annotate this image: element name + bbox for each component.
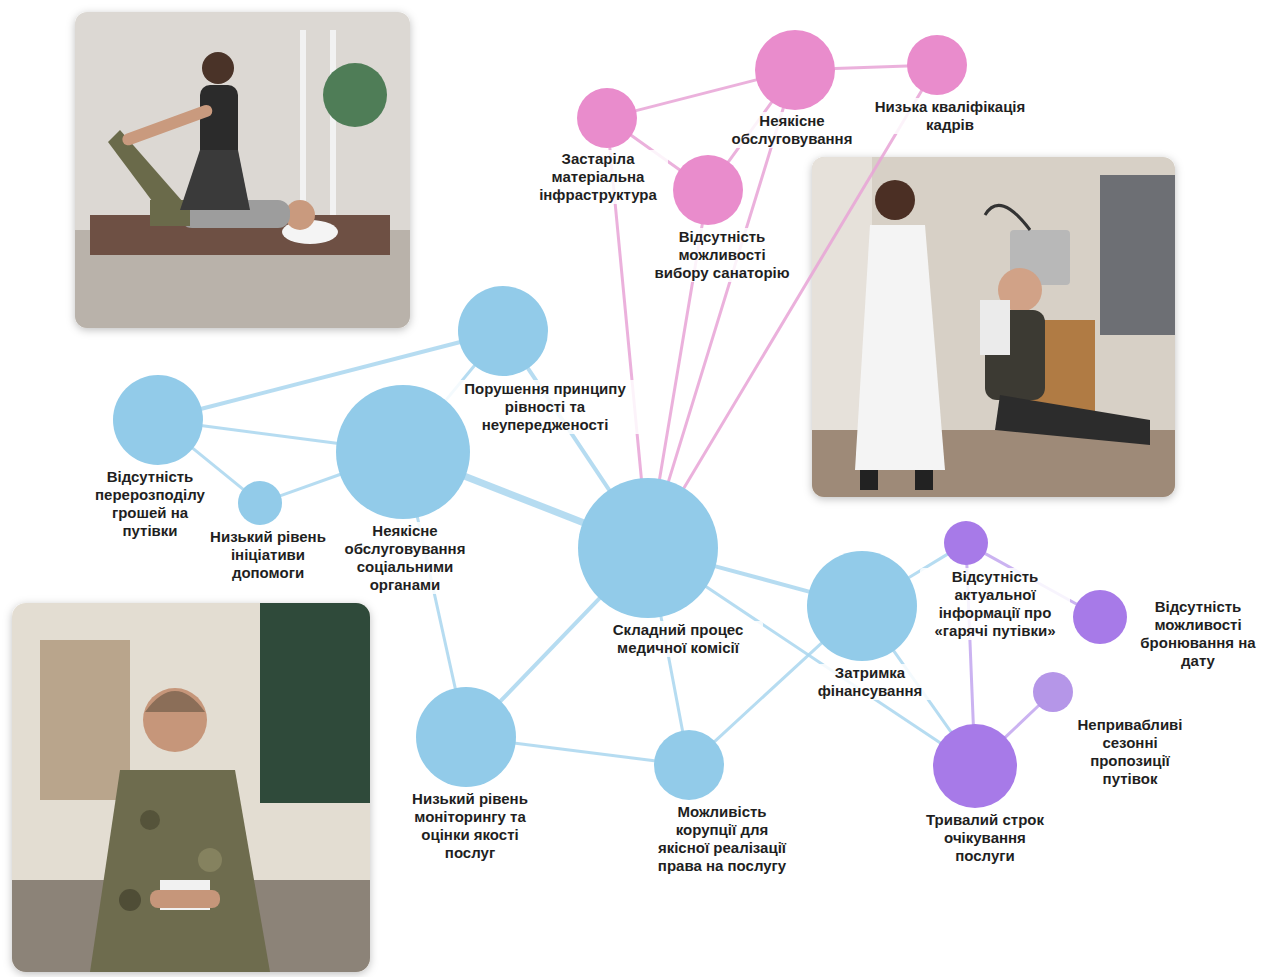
link-line — [203, 426, 337, 443]
topic-label: Низька кваліфікація кадрів — [855, 98, 1045, 134]
photo-soldier — [12, 603, 370, 972]
link-line — [516, 743, 655, 760]
link-line — [501, 598, 600, 701]
topic-circle: Низька кваліфікація кадрів — [907, 35, 967, 95]
link-line — [835, 66, 907, 69]
photo-rehab — [75, 12, 410, 328]
topic-label: Можливість корупції для якісної реалізац… — [647, 803, 797, 875]
topic-label: Затримка фінансування — [808, 664, 933, 700]
topic-circle: Непривабливі сезонні пропозиції путівок — [1033, 672, 1073, 712]
link-line — [281, 475, 340, 496]
link-line — [1005, 706, 1038, 737]
topic-label: Складний процес медичної комісії — [593, 621, 763, 657]
topic-label: Тривалий строк очікування послуги — [915, 811, 1055, 865]
topic-circle: Неякісне обслуговування соціальними орга… — [336, 385, 470, 519]
topic-label: Відсутність актуальної інформації про «г… — [920, 568, 1070, 640]
topic-circle: Можливість корупції для якісної реалізац… — [654, 730, 724, 800]
topic-label: Застаріла матеріальна інфраструктура — [528, 150, 668, 204]
link-line — [669, 108, 784, 481]
topic-label: Відсутність перерозподілу грошей на путі… — [85, 468, 215, 540]
link-line — [684, 91, 922, 488]
topic-circle: Застаріла матеріальна інфраструктура — [577, 88, 637, 148]
topic-label: Відсутність можливості бронювання на дат… — [1136, 598, 1261, 670]
topic-label: Неякісне обслуговування — [717, 112, 867, 148]
link-line — [716, 566, 809, 591]
topic-circle: Відсутність можливості бронювання на дат… — [1073, 590, 1127, 644]
topic-label: Низький рівень ініціативи допомоги — [203, 528, 333, 582]
link-line — [465, 476, 582, 522]
topic-circle: Неякісне обслуговування — [755, 30, 835, 110]
topic-circle: Затримка фінансування — [807, 551, 917, 661]
topic-label: Порушення принципу рівності та неупередж… — [445, 380, 645, 434]
topic-circle: Тривалий строк очікування послуги — [933, 724, 1017, 808]
topic-circle: Порушення принципу рівності та неупередж… — [458, 286, 548, 376]
topic-circle: Відсутність актуальної інформації про «г… — [944, 521, 988, 565]
topic-circle: Низький рівень ініціативи допомоги — [238, 481, 282, 525]
topic-circle: Складний процес медичної комісії — [578, 478, 718, 618]
topic-circle: Відсутність можливості вибору санаторію — [673, 155, 743, 225]
topic-label: Низький рівень моніторингу та оцінки яко… — [400, 790, 540, 862]
topic-circle: Відсутність перерозподілу грошей на путі… — [113, 375, 203, 465]
photo-procedure — [812, 157, 1175, 497]
topic-label: Неякісне обслуговування соціальними орга… — [330, 522, 480, 594]
topic-label: Відсутність можливості вибору санаторію — [652, 228, 792, 282]
topic-circle: Низький рівень моніторингу та оцінки яко… — [416, 687, 516, 787]
link-line — [636, 80, 756, 111]
link-line — [715, 643, 822, 741]
topic-label: Непривабливі сезонні пропозиції путівок — [1070, 716, 1190, 788]
